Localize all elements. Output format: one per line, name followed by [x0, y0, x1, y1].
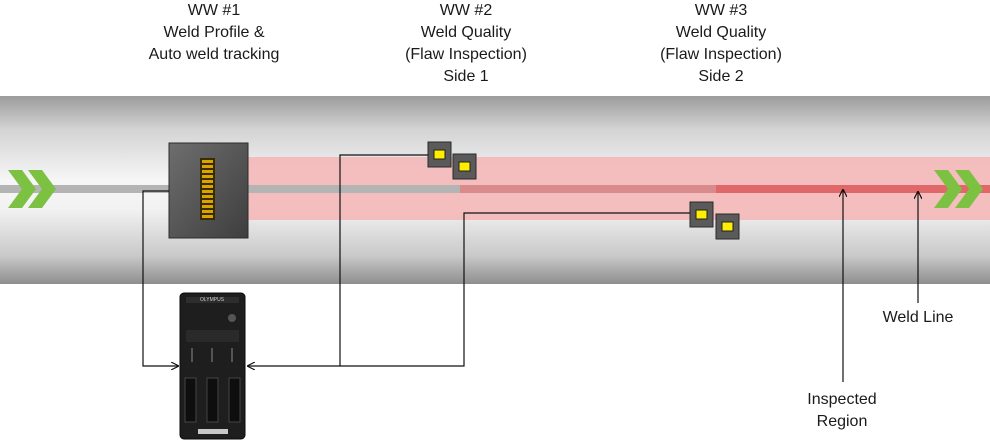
- label-ww2-title: WW #2: [439, 2, 493, 19]
- label-ww2-line3: (Flaw Inspection): [405, 46, 527, 63]
- label-ww3-line4: Side 2: [698, 68, 744, 85]
- laser-profiler-icon: [168, 142, 249, 239]
- label-ww1-line3: Auto weld tracking: [148, 46, 280, 63]
- label-ww2-line4: Side 1: [443, 68, 489, 85]
- label-ww2: WW #2 Weld Quality (Flaw Inspection) Sid…: [391, 0, 541, 88]
- flow-in-chevron-icon: [8, 170, 56, 208]
- label-weld-line: Weld Line: [868, 307, 968, 329]
- label-ww1-title: WW #1: [187, 2, 241, 19]
- device-brand: OLYMPUS: [200, 297, 225, 303]
- probe-ww3-b-icon: [715, 213, 740, 240]
- weld-line-inspected-side1: [460, 185, 716, 193]
- label-ww2-line2: Weld Quality: [420, 24, 512, 41]
- label-ww3: WW #3 Weld Quality (Flaw Inspection) Sid…: [646, 0, 796, 88]
- acquisition-unit-icon: [179, 292, 246, 440]
- label-inspected-region: Inspected Region: [792, 389, 892, 433]
- weld-line-inspected-side2: [716, 185, 990, 193]
- label-ww3-line3: (Flaw Inspection): [660, 46, 782, 63]
- label-ww1-line2: Weld Profile &: [163, 24, 265, 41]
- label-ww1: WW #1 Weld Profile & Auto weld tracking: [139, 0, 289, 66]
- probe-ww2-b-icon: [452, 153, 477, 180]
- label-ww3-line2: Weld Quality: [675, 24, 767, 41]
- probe-ww3-a-icon: [689, 201, 714, 228]
- label-inspected-region-line2: Region: [816, 413, 868, 430]
- probe-ww2-a-icon: [427, 141, 452, 168]
- label-weld-line-text: Weld Line: [882, 309, 954, 326]
- flow-out-chevron-icon: [934, 170, 983, 208]
- label-inspected-region-line1: Inspected: [807, 391, 877, 408]
- label-ww3-title: WW #3: [694, 2, 748, 19]
